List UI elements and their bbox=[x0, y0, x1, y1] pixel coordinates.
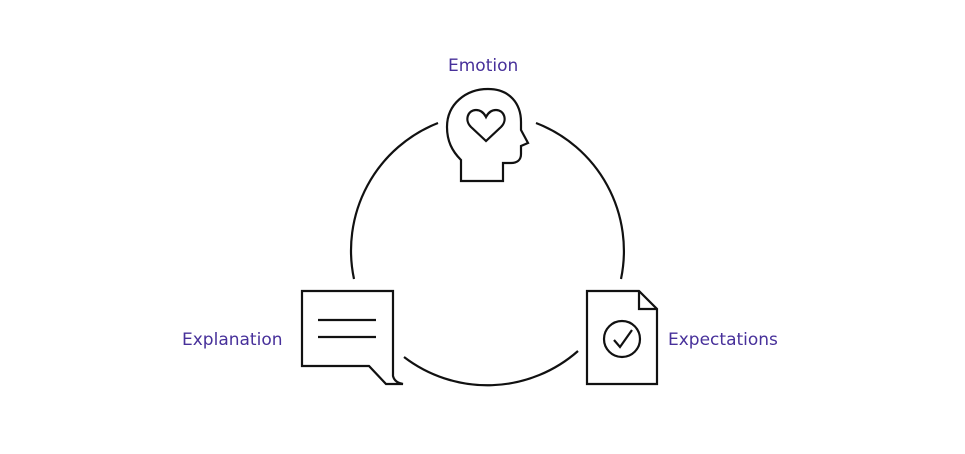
head-with-heart-icon bbox=[445, 87, 530, 183]
arc-left bbox=[349, 121, 439, 280]
label-emotion: Emotion bbox=[448, 56, 519, 76]
label-expectations: Expectations bbox=[668, 330, 778, 350]
label-explanation: Explanation bbox=[182, 330, 283, 350]
document-checkmark-icon bbox=[585, 289, 659, 386]
arc-bottom bbox=[403, 350, 579, 387]
arc-right bbox=[535, 121, 626, 280]
speech-bubble-icon bbox=[300, 289, 404, 386]
cycle-ring bbox=[349, 121, 626, 387]
